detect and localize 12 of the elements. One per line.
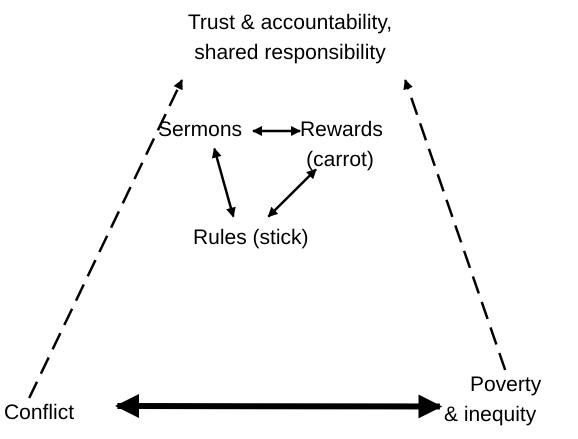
- node-label: Trust & accountability, shared responsibility: [186, 10, 394, 66]
- arrow: [268, 168, 317, 218]
- node-label: Conflict: [4, 400, 76, 426]
- arrow: [212, 148, 236, 218]
- arrow: [115, 394, 442, 418]
- dashed-arrow: [28, 79, 184, 399]
- node-label: Sermons: [158, 117, 244, 143]
- node-label: Rules (stick): [193, 225, 310, 251]
- node-label: Poverty & inequity: [444, 372, 542, 428]
- node-label: Rewards (carrot): [300, 117, 380, 173]
- arrow: [252, 126, 301, 136]
- dashed-arrow: [403, 79, 506, 370]
